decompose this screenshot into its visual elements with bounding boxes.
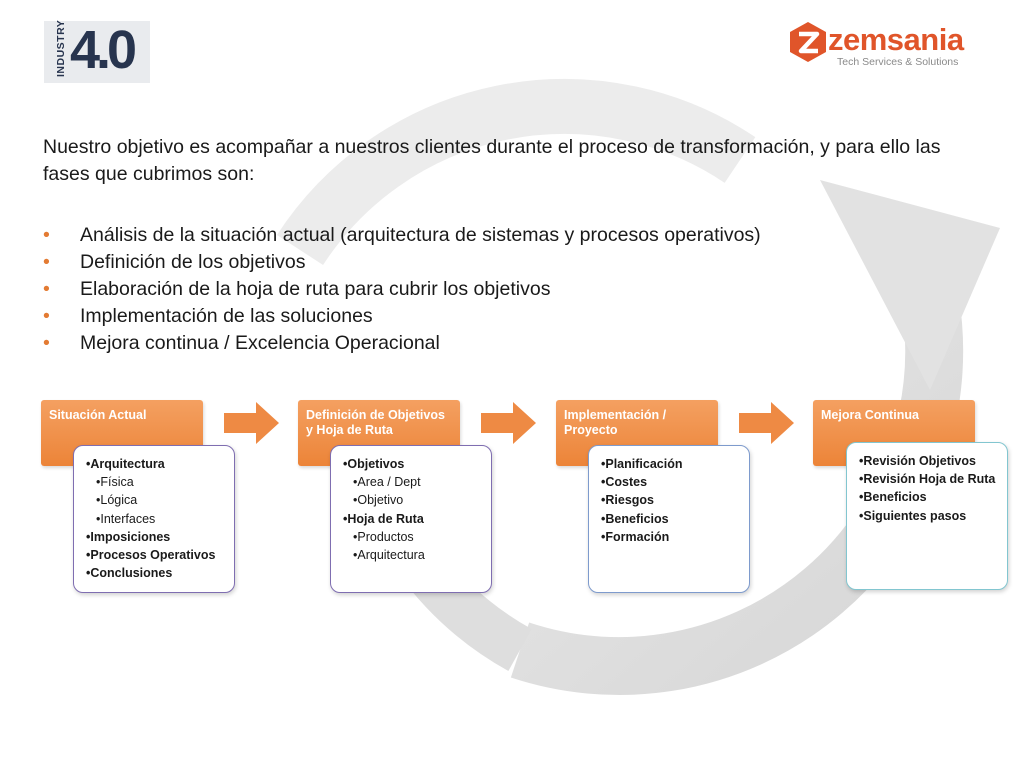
industry-logo-number: 4.0 <box>70 20 137 80</box>
card-subitem: •Arquitectura <box>353 548 425 563</box>
bullet-item: • Elaboración de la hoja de ruta para cub… <box>43 276 923 303</box>
card-item: •Formación <box>601 529 670 544</box>
brand-tagline: Tech Services & Solutions <box>837 56 959 68</box>
card-item: •Revisión Objetivos <box>859 454 976 468</box>
flow-arrow-icon <box>739 402 794 444</box>
card-definicion-objetivos: •Objetivos •Area / Dept •Objetivo •Hoja … <box>330 445 492 593</box>
bullet-text: Implementación de las soluciones <box>80 305 373 327</box>
card-item: •Beneficios <box>601 511 669 526</box>
brand-name: zemsania <box>828 22 964 57</box>
card-item: •Siguientes pasos <box>859 508 967 523</box>
zemsania-hexagon-icon <box>790 22 826 62</box>
card-subitem: •Lógica <box>96 493 138 508</box>
card-implementacion: •Planificación •Costes •Riesgos •Benefic… <box>588 445 750 593</box>
flow-arrow-icon <box>224 402 279 444</box>
phase-bullet-list: • Análisis de la situación actual (arquit… <box>43 222 923 357</box>
bullet-text: Mejora continua / Excelencia Operacional <box>80 332 440 354</box>
bullet-item: • Definición de los objetivos <box>43 249 923 276</box>
card-mejora-continua: •Revisión Objetivos •Revisión Hoja de Ru… <box>846 442 1008 590</box>
card-subitem: •Productos <box>353 529 414 544</box>
card-item: •Procesos Operativos <box>86 548 216 563</box>
card-item: •Beneficios <box>859 490 927 505</box>
bullet-dot-icon: • <box>43 278 50 300</box>
card-item: •Costes <box>601 475 648 490</box>
card-subitem: •Objetivo <box>353 493 404 508</box>
intro-paragraph: Nuestro objetivo es acompañar a nuestros… <box>43 136 941 185</box>
industry-logo-text: INDUSTRY <box>55 19 67 77</box>
bullet-item: • Implementación de las soluciones <box>43 303 923 330</box>
industry-4-logo: INDUSTRY 4.0 <box>44 19 150 83</box>
card-item: •Planificación <box>601 457 683 471</box>
bullet-item: • Análisis de la situación actual (arquit… <box>43 222 923 249</box>
bullet-dot-icon: • <box>43 224 50 246</box>
bullet-text: Análisis de la situación actual (arquite… <box>80 224 761 246</box>
bullet-dot-icon: • <box>43 251 50 273</box>
bullet-item: • Mejora continua / Excelencia Operaciona… <box>43 330 923 357</box>
card-subitem: •Interfaces <box>96 511 156 526</box>
card-subitem: •Area / Dept <box>353 475 421 490</box>
card-item: •Hoja de Ruta <box>343 511 424 526</box>
bullet-dot-icon: • <box>43 332 50 354</box>
card-item: •Conclusiones <box>86 566 173 581</box>
card-item: •Imposiciones <box>86 529 171 544</box>
bullet-text: Definición de los objetivos <box>80 251 306 273</box>
card-situacion-actual: •Arquitectura •Física •Lógica •Interface… <box>73 445 235 593</box>
card-subitem: •Física <box>96 475 134 490</box>
zemsania-logo: zemsania Tech Services & Solutions <box>786 20 966 70</box>
card-item: •Objetivos <box>343 457 405 471</box>
card-item: •Arquitectura <box>86 457 165 471</box>
card-item: •Riesgos <box>601 493 655 508</box>
flow-arrow-icon <box>481 402 536 444</box>
bullet-text: Elaboración de la hoja de ruta para cubr… <box>80 278 551 300</box>
card-item: •Revisión Hoja de Ruta <box>859 472 996 487</box>
bullet-dot-icon: • <box>43 305 50 327</box>
